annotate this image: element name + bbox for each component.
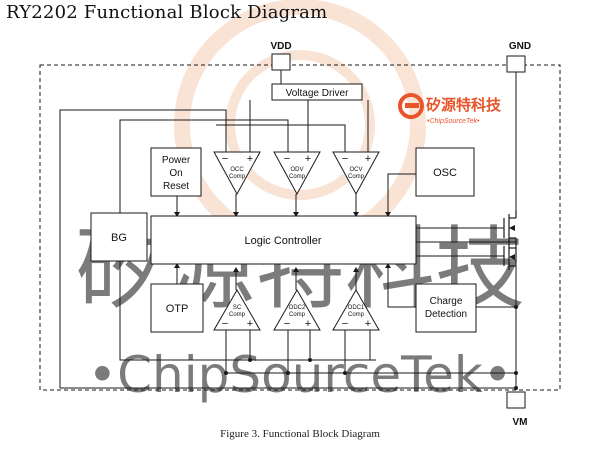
odv-comparator: − + ODV Comp: [273, 151, 321, 196]
osc-block: [415, 147, 475, 197]
occ-label-1: OCC: [230, 167, 244, 173]
occ-minus: −: [222, 153, 228, 165]
bg-block: [90, 212, 148, 262]
odc2-label-2: Comp: [289, 312, 306, 318]
odc2-minus: −: [284, 318, 290, 330]
ocv-minus: −: [342, 153, 348, 165]
ocv-comparator: − + OCV Comp: [332, 151, 380, 196]
odc1-label-2: Comp: [348, 312, 365, 318]
wiring: [59, 70, 517, 389]
page-title: RY2202 Functional Block Diagram: [6, 2, 328, 23]
vdd-label: VDD: [270, 41, 291, 52]
odc1-label-1: ODC1: [348, 305, 365, 311]
logic-controller-label: Logic Controller: [244, 235, 321, 247]
gnd-label: GND: [509, 41, 531, 52]
logo-icon-bar: [405, 103, 419, 108]
sc-comparator: SC Comp − +: [213, 288, 261, 331]
bg-label: BG: [111, 232, 127, 244]
power-on-reset-block: [150, 147, 202, 197]
vm-label: VM: [513, 417, 528, 428]
sc-plus: +: [247, 318, 253, 330]
power-on-reset-label-1: Power: [162, 155, 191, 166]
otp-label: OTP: [166, 303, 189, 315]
sc-minus: −: [222, 318, 228, 330]
occ-plus: +: [247, 153, 253, 165]
logo-icon: [398, 93, 424, 119]
vdd-pin: [271, 53, 291, 71]
power-on-reset-label-2: On: [169, 168, 182, 179]
gnd-pin: [506, 55, 526, 73]
otp-block: [150, 283, 204, 333]
charge-detection-label-1: Charge: [430, 296, 463, 307]
vm-pin: [506, 391, 526, 409]
voltage-driver-block: [271, 83, 363, 101]
sc-label-1: SC: [233, 305, 242, 311]
odc1-plus: +: [365, 318, 371, 330]
odc2-label-1: ODC2: [289, 305, 306, 311]
watermark-en-text: •ChipSourceTek•: [88, 346, 513, 404]
mosfet-arrow-bottom: [509, 254, 515, 260]
logic-controller-block: [150, 215, 417, 265]
odv-label-2: Comp: [289, 174, 306, 180]
mosfet-arrow-top: [509, 225, 515, 231]
sc-label-2: Comp: [229, 312, 246, 318]
odc1-minus: −: [342, 318, 348, 330]
charge-detection-block: [415, 283, 477, 333]
odc2-plus: +: [305, 318, 311, 330]
chip-boundary: [39, 64, 561, 391]
odv-plus: +: [305, 153, 311, 165]
odc2-comparator: ODC2 Comp − +: [273, 288, 321, 331]
odv-label-1: ODV: [290, 167, 303, 173]
ocv-label-2: Comp: [348, 174, 365, 180]
figure-caption: Figure 3. Functional Block Diagram: [220, 428, 380, 440]
charge-detection-label-2: Detection: [425, 309, 467, 320]
occ-label-2: Comp: [229, 174, 246, 180]
ocv-label-1: OCV: [349, 167, 362, 173]
chipsourcetek-logo: 矽源特科技 •ChipSourceTek•: [398, 93, 502, 125]
occ-comparator: − + OCC Comp: [213, 151, 261, 196]
arrowheads: [174, 212, 417, 272]
ocv-plus: +: [365, 153, 371, 165]
logo-en-text: •ChipSourceTek•: [427, 118, 480, 125]
odc1-comparator: ODC1 Comp − +: [332, 288, 380, 331]
watermark: 矽源特科技 •ChipSourceTek•: [75, 0, 525, 404]
voltage-driver-label: Voltage Driver: [286, 88, 349, 99]
junction-dots: [224, 305, 518, 390]
power-on-reset-label-3: Reset: [163, 181, 189, 192]
osc-label: OSC: [433, 167, 457, 179]
logo-cn-text: 矽源特科技: [426, 96, 502, 114]
odv-minus: −: [284, 153, 290, 165]
